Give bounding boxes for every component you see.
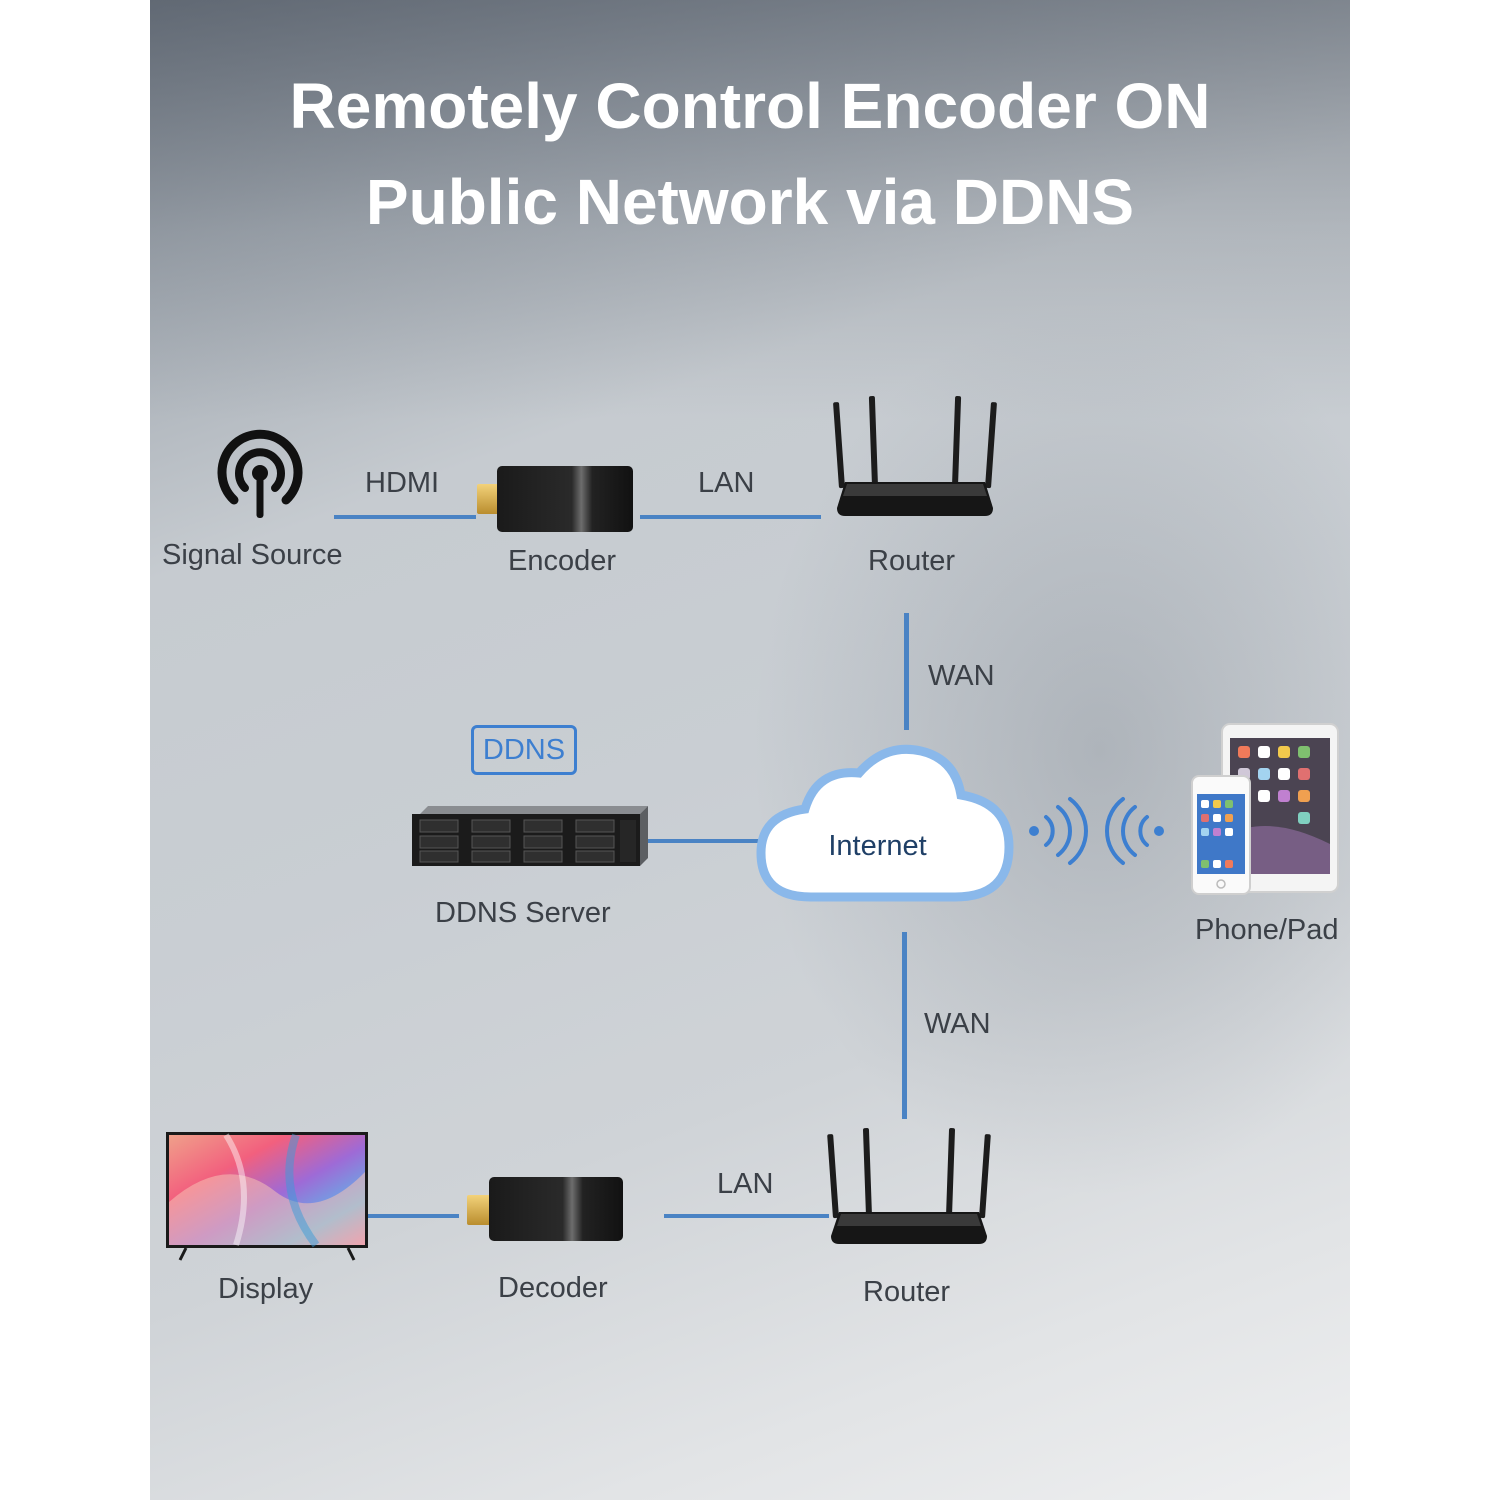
- internet-label: Internet: [828, 830, 927, 862]
- ddns-badge: DDNS: [471, 725, 577, 775]
- lan-label-bottom: LAN: [717, 1168, 774, 1200]
- wan-label-top: WAN: [928, 660, 995, 692]
- display-decoder-line: [366, 1214, 459, 1218]
- decoder-label: Decoder: [498, 1272, 608, 1304]
- display-label: Display: [218, 1273, 314, 1305]
- signal-source-label: Signal Source: [162, 539, 343, 571]
- router-icon: [827, 1128, 991, 1244]
- wifi-signal-icon: [1029, 797, 1088, 865]
- lan-line-top: [640, 515, 821, 519]
- phone-pad-label: Phone/Pad: [1195, 914, 1339, 946]
- antenna-signal-icon: [217, 429, 303, 518]
- wan-label-bottom: WAN: [924, 1008, 991, 1040]
- phone-tablet-icon: [1191, 723, 1339, 895]
- server-internet-line: [640, 839, 770, 843]
- encoder-dongle-icon: [477, 466, 633, 532]
- title-line-2: Public Network via DDNS: [365, 166, 1135, 238]
- wifi-signal-icon: [1105, 797, 1164, 865]
- router-icon: [833, 396, 997, 516]
- hdmi-label: HDMI: [365, 467, 440, 499]
- cloud-icon: [756, 744, 1014, 902]
- lan-label-top: LAN: [698, 467, 755, 499]
- server-icon: [412, 806, 648, 866]
- tv-display-icon: [166, 1132, 368, 1261]
- hdmi-line: [334, 515, 476, 519]
- title-line-1: Remotely Control Encoder ON: [289, 70, 1211, 142]
- encoder-label: Encoder: [508, 545, 617, 577]
- wan-line-bottom: [902, 932, 907, 1119]
- lan-line-bottom: [664, 1214, 829, 1218]
- ddns-server-label: DDNS Server: [435, 897, 611, 929]
- wan-line-top: [904, 613, 909, 730]
- router-top-label: Router: [868, 545, 956, 577]
- decoder-dongle-icon: [467, 1177, 623, 1241]
- router-bottom-label: Router: [863, 1276, 951, 1308]
